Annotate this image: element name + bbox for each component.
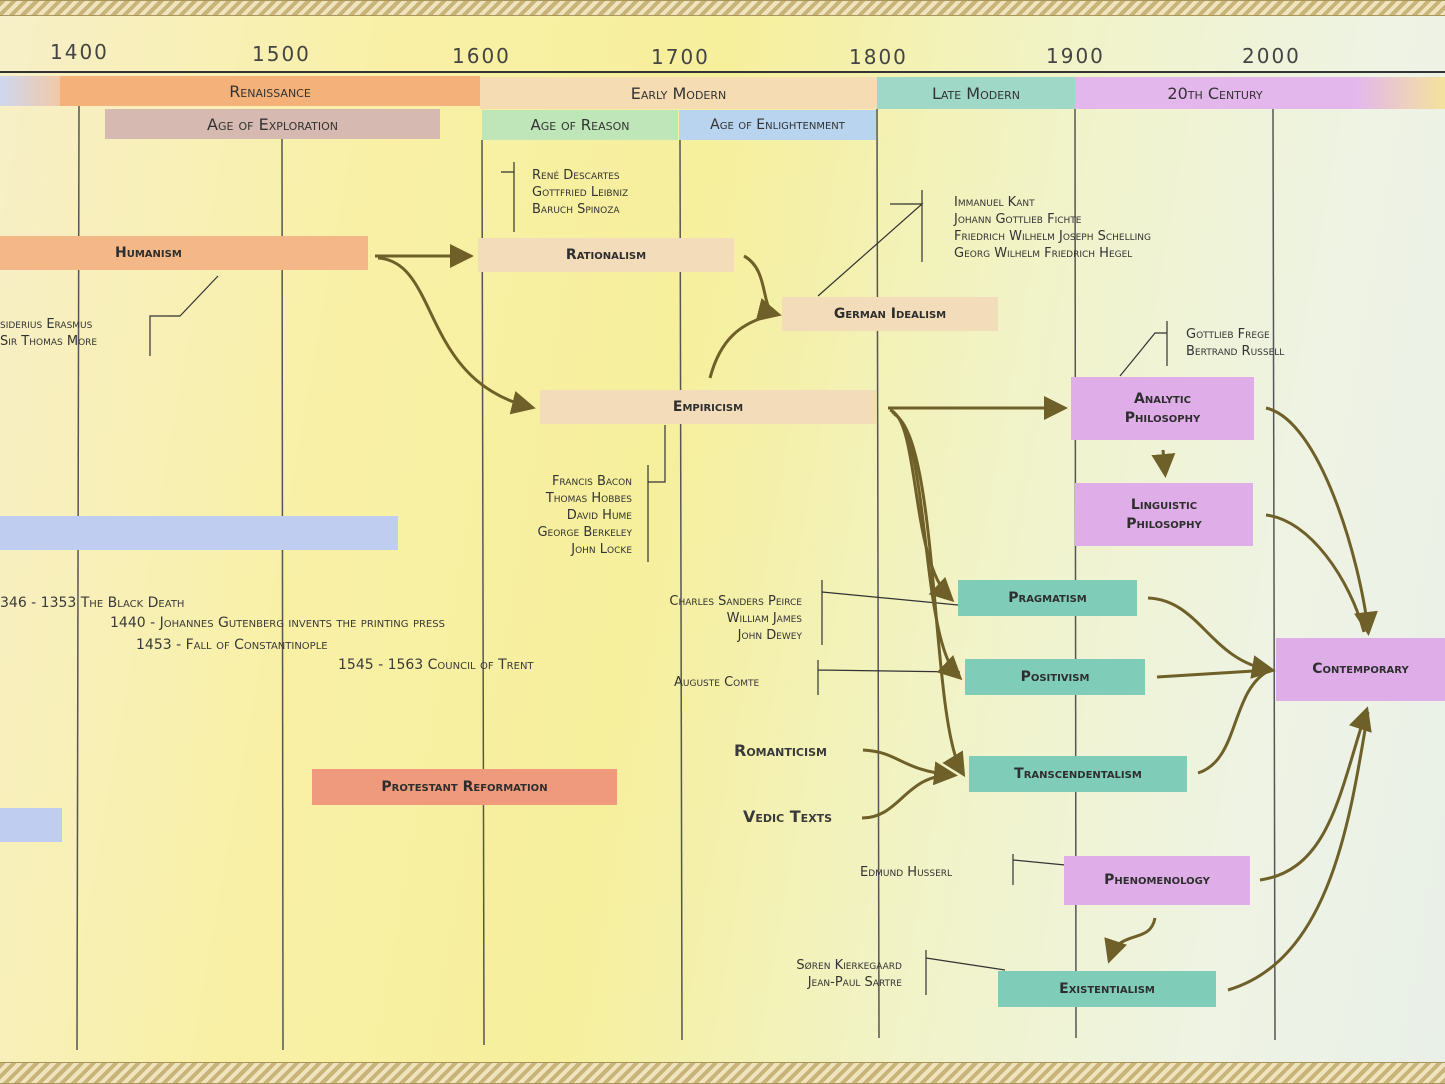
rationalist-names: René Descartes Gottfried Leibniz Baruch … bbox=[532, 167, 628, 218]
school-contemporary: Contemporary bbox=[1276, 638, 1445, 701]
band-early-modern: Early Modern bbox=[480, 77, 877, 109]
year-1600: 1600 bbox=[452, 44, 511, 68]
person-berkeley: George Berkeley bbox=[537, 525, 632, 540]
person-dewey: John Dewey bbox=[737, 628, 802, 643]
person-descartes: René Descartes bbox=[532, 168, 620, 183]
school-existentialism: Existentialism bbox=[998, 971, 1216, 1007]
band-left-edge bbox=[0, 76, 60, 106]
event-black-death: 346 - 1353 The Black Death bbox=[0, 595, 185, 611]
school-pragmatism: Pragmatism bbox=[958, 580, 1137, 616]
person-thomas-more: Sir Thomas More bbox=[0, 334, 98, 349]
band-age-of-enlightenment: Age of Enlightenment bbox=[679, 110, 876, 140]
person-leibniz: Gottfried Leibniz bbox=[532, 185, 629, 200]
person-sartre: Jean-Paul Sartre bbox=[807, 975, 902, 990]
influence-vedic-texts: Vedic Texts bbox=[743, 807, 833, 826]
school-german-idealism: German Idealism bbox=[782, 297, 998, 331]
band-20th-century: 20th Century bbox=[1075, 77, 1355, 109]
event-constantinople: 1453 - Fall of Constantinople bbox=[136, 637, 328, 653]
event-gutenberg: 1440 - Johannes Gutenberg invents the pr… bbox=[110, 615, 445, 631]
person-hume: David Hume bbox=[566, 508, 632, 523]
year-2000: 2000 bbox=[1242, 44, 1301, 68]
person-hobbes: Thomas Hobbes bbox=[545, 491, 632, 506]
school-protestant-reformation: Protestant Reformation bbox=[312, 769, 617, 805]
person-comte: Auguste Comte bbox=[674, 675, 760, 690]
influence-arrows bbox=[375, 244, 1378, 992]
year-1900: 1900 bbox=[1046, 44, 1105, 68]
school-rationalism: Rationalism bbox=[478, 238, 734, 272]
band-age-of-exploration: Age of Exploration bbox=[105, 109, 440, 139]
band-renaissance: Renaissance bbox=[60, 76, 480, 106]
person-bacon: Francis Bacon bbox=[551, 474, 632, 489]
year-1700: 1700 bbox=[651, 45, 710, 69]
person-william-james: William James bbox=[726, 611, 802, 626]
blue-bar-upper bbox=[0, 516, 398, 550]
person-husserl: Edmund Husserl bbox=[860, 865, 953, 880]
school-linguistic-philosophy: Linguistic Philosophy bbox=[1075, 483, 1253, 546]
year-1500: 1500 bbox=[252, 42, 311, 66]
humanist-names: siderius Erasmus Sir Thomas More bbox=[0, 316, 97, 350]
school-empiricism: Empiricism bbox=[540, 390, 876, 424]
empiricist-names: Francis Bacon Thomas Hobbes David Hume G… bbox=[480, 473, 632, 558]
name-brackets bbox=[149, 162, 1168, 995]
person-russell: Bertrand Russell bbox=[1186, 344, 1285, 359]
person-schelling: Friedrich Wilhelm Joseph Schelling bbox=[954, 229, 1152, 244]
top-border bbox=[0, 0, 1445, 16]
school-positivism: Positivism bbox=[965, 659, 1145, 695]
existentialist-names: Søren Kierkegaard Jean-Paul Sartre bbox=[740, 957, 902, 991]
band-late-modern: Late Modern bbox=[877, 77, 1075, 109]
analytic-names: Gottlieb Frege Bertrand Russell bbox=[1186, 326, 1284, 360]
pragmatist-names: Charles Sanders Peirce William James Joh… bbox=[604, 593, 802, 644]
person-frege: Gottlieb Frege bbox=[1186, 327, 1270, 342]
school-phenomenology: Phenomenology bbox=[1064, 856, 1250, 905]
event-council-of-trent: 1545 - 1563 Council of Trent bbox=[338, 657, 534, 673]
person-peirce: Charles Sanders Peirce bbox=[669, 594, 802, 609]
person-kierkegaard: Søren Kierkegaard bbox=[796, 958, 902, 973]
person-kant: Immanuel Kant bbox=[954, 195, 1035, 210]
band-age-of-reason: Age of Reason bbox=[482, 110, 678, 140]
person-spinoza: Baruch Spinoza bbox=[532, 202, 620, 217]
year-1800: 1800 bbox=[849, 45, 908, 69]
school-transcendentalism: Transcendentalism bbox=[969, 756, 1187, 792]
year-1400: 1400 bbox=[50, 40, 109, 64]
person-locke: John Locke bbox=[571, 542, 632, 557]
person-fichte: Johann Gottlieb Fichte bbox=[954, 212, 1082, 227]
blue-bar-lower bbox=[0, 808, 62, 842]
person-hegel: Georg Wilhelm Friedrich Hegel bbox=[954, 246, 1133, 261]
school-analytic-philosophy: Analytic Philosophy bbox=[1071, 377, 1254, 440]
influence-romanticism: Romanticism bbox=[734, 741, 827, 760]
person-erasmus: siderius Erasmus bbox=[0, 317, 93, 332]
school-humanism: Humanism bbox=[0, 236, 368, 270]
band-right-edge bbox=[1355, 77, 1445, 109]
idealist-names: Immanuel Kant Johann Gottlieb Fichte Fri… bbox=[954, 194, 1151, 262]
